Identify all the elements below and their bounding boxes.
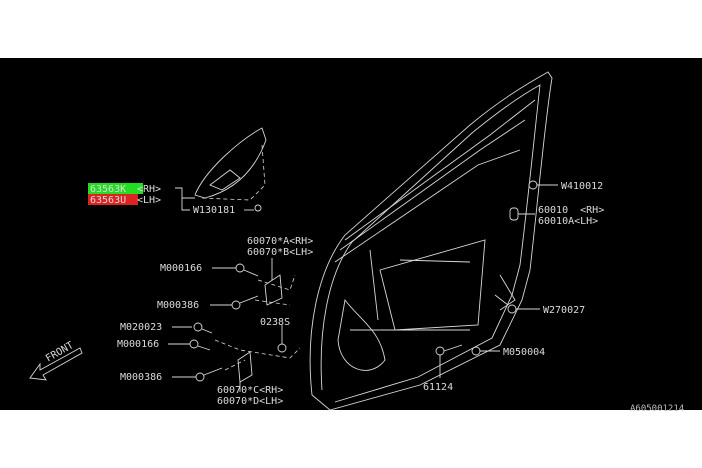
- label-w410012[interactable]: W410012: [561, 181, 603, 192]
- door-mirror: [175, 127, 267, 212]
- label-m050004[interactable]: M050004: [503, 347, 545, 358]
- label-61124[interactable]: 61124: [423, 382, 453, 393]
- label-m020023[interactable]: M020023: [120, 322, 162, 333]
- label-hinge-lower-rh[interactable]: 60070*C<RH>: [217, 385, 283, 396]
- hinges-bolts: [168, 180, 558, 392]
- label-mirror-rh-side: <RH>: [137, 184, 161, 195]
- label-m000166-a[interactable]: M000166: [160, 263, 202, 274]
- highlight-rh: [88, 183, 143, 194]
- label-mirror-lh-side: <LH>: [137, 195, 161, 206]
- diagram-code: A605001214: [630, 404, 684, 414]
- highlight-lh: [88, 194, 138, 205]
- label-m000386-a[interactable]: M000386: [157, 300, 199, 311]
- label-door-rh[interactable]: 60010 <RH>: [538, 205, 604, 216]
- label-mirror-lh[interactable]: 63563U: [90, 195, 126, 206]
- label-w130181[interactable]: W130181: [193, 205, 235, 216]
- label-hinge-lower-lh[interactable]: 60070*D<LH>: [217, 396, 283, 407]
- label-m000166-b[interactable]: M000166: [117, 339, 159, 350]
- label-w270027[interactable]: W270027: [543, 305, 585, 316]
- label-door-lh[interactable]: 60010A<LH>: [538, 216, 598, 227]
- label-mirror-rh[interactable]: 63563K: [90, 184, 126, 195]
- label-hinge-upper-lh[interactable]: 60070*B<LH>: [247, 247, 313, 258]
- label-0238s[interactable]: 0238S: [260, 317, 290, 328]
- front-arrow-icon: FRONT: [29, 340, 83, 381]
- label-hinge-upper-rh[interactable]: 60070*A<RH>: [247, 236, 313, 247]
- parts-diagram: [0, 58, 702, 410]
- front-door-shell: [309, 71, 553, 411]
- front-label: FRONT: [44, 340, 76, 365]
- label-m000386-b[interactable]: M000386: [120, 372, 162, 383]
